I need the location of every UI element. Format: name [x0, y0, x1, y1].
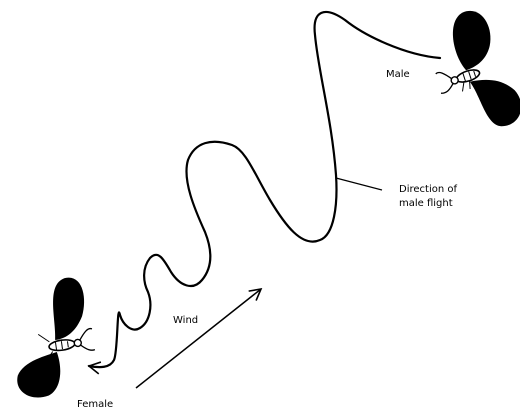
- direction-of-flight-label: Direction of male flight: [399, 183, 457, 210]
- direction-pointer-line: [336, 178, 382, 190]
- male-label: Male: [386, 68, 410, 82]
- direction-label-line-2: male flight: [399, 197, 457, 211]
- female-butterfly-icon: [4, 275, 100, 400]
- wind-label: Wind: [173, 314, 198, 328]
- direction-label-line-1: Direction of: [399, 183, 457, 197]
- wind-arrow: [136, 289, 261, 388]
- male-flight-path: [89, 12, 440, 367]
- male-butterfly-icon: [419, 4, 520, 142]
- female-label: Female: [77, 398, 113, 412]
